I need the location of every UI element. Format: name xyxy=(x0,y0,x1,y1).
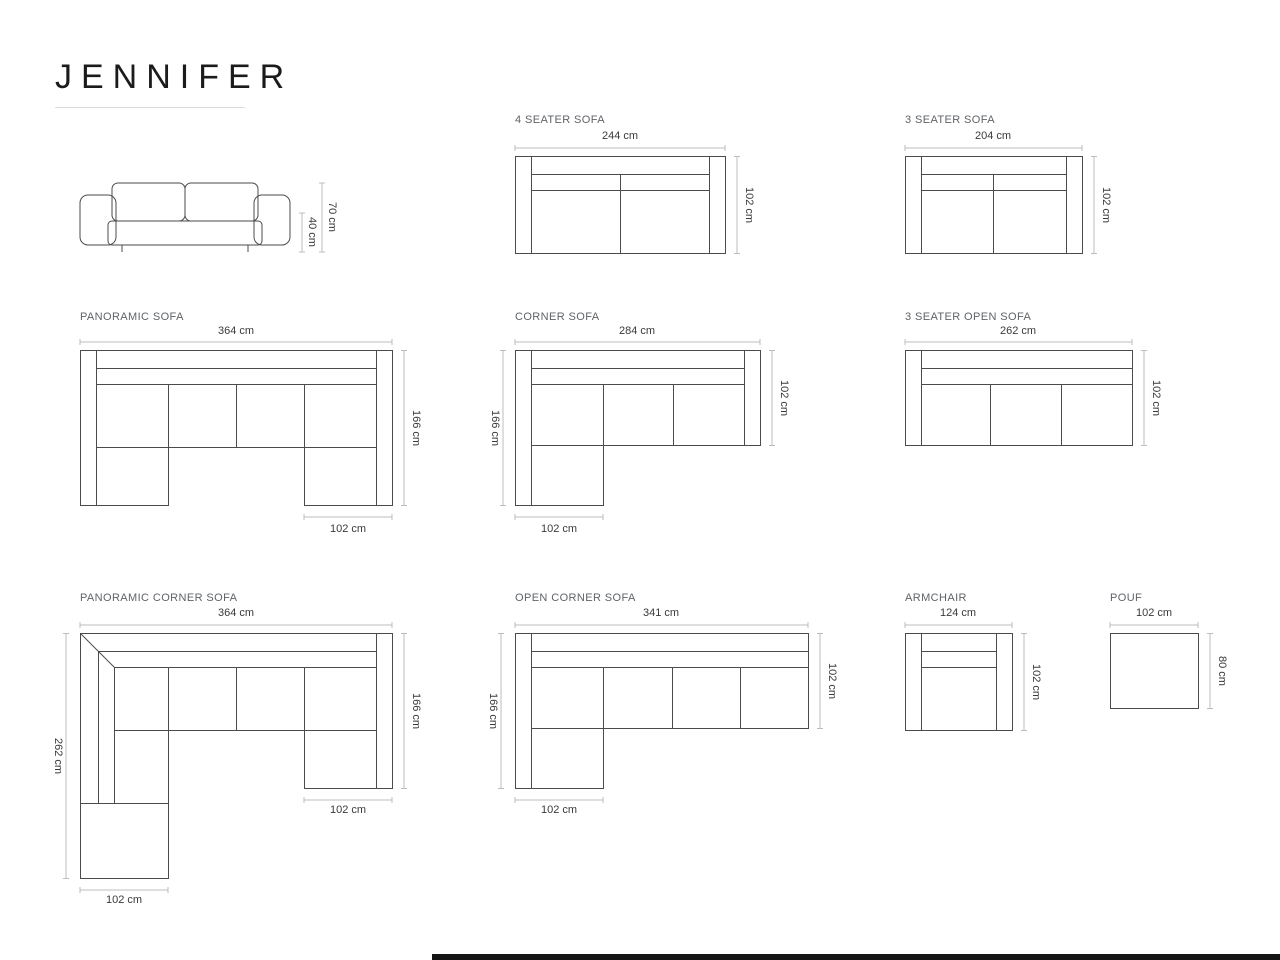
dimension-lines xyxy=(498,622,823,803)
figure-3-seater-open-sofa: 3 SEATER OPEN SOFA 262 cm 102 cm xyxy=(904,304,1175,484)
dim-depth: 166 cm xyxy=(410,409,422,447)
dim-total-height: 70 cm xyxy=(326,202,338,232)
dim-width: 364 cm xyxy=(217,607,255,619)
dim-depth: 102 cm xyxy=(1030,663,1042,701)
dim-width: 364 cm xyxy=(217,325,255,337)
sofa-top-view xyxy=(515,350,761,506)
dim-chaise-width: 102 cm xyxy=(329,523,367,535)
dim-right-depth: 166 cm xyxy=(410,692,422,730)
dim-width: 124 cm xyxy=(939,607,977,619)
dimension-lines xyxy=(500,339,775,520)
figure-title: OPEN CORNER SOFA xyxy=(515,592,636,604)
sofa-top-view xyxy=(80,633,393,879)
figure-4-seater-sofa: 4 SEATER SOFA 244 cm 102 cm xyxy=(514,108,775,278)
3-seater-open-sofa-drawing xyxy=(904,339,1147,446)
3-seater-sofa-drawing xyxy=(904,145,1097,254)
dim-width: 262 cm xyxy=(999,325,1037,337)
dimension-lines xyxy=(63,622,407,893)
dim-chaise-width: 102 cm xyxy=(329,804,367,816)
armchair-drawing xyxy=(904,622,1027,731)
dim-width: 341 cm xyxy=(642,607,680,619)
dim-depth: 102 cm xyxy=(743,186,755,224)
dim-width: 102 cm xyxy=(1135,607,1173,619)
figure-panoramic-corner-sofa: PANORAMIC CORNER SOFA 364 cm xyxy=(52,585,454,915)
sofa-front-elevation xyxy=(79,182,291,252)
sofa-front-view-drawing xyxy=(79,182,325,253)
dim-depth: 102 cm xyxy=(778,379,790,417)
sofa-top-view xyxy=(80,350,393,506)
figure-title: 3 SEATER SOFA xyxy=(905,114,995,126)
figure-title: PANORAMIC SOFA xyxy=(80,311,184,323)
sofa-top-view xyxy=(905,350,1133,446)
brand-underline xyxy=(55,107,245,108)
figure-panoramic-sofa: PANORAMIC SOFA 364 cm 166 cm 102 xyxy=(79,304,440,544)
figure-title: ARMCHAIR xyxy=(905,592,967,604)
armchair-top-view xyxy=(905,633,1013,731)
dim-right-depth: 102 cm xyxy=(826,662,838,700)
dimension-lines xyxy=(79,339,407,520)
dimension-lines xyxy=(299,182,325,253)
figure-pouf: POUF 102 cm 80 cm xyxy=(1109,585,1250,735)
dim-left-height: 166 cm xyxy=(487,692,499,730)
figure-title: CORNER SOFA xyxy=(515,311,600,323)
panoramic-corner-sofa-drawing xyxy=(63,622,407,893)
dim-depth: 102 cm xyxy=(1150,379,1162,417)
dim-left-width: 102 cm xyxy=(105,894,143,906)
dimension-lines xyxy=(904,339,1147,446)
open-corner-sofa-drawing xyxy=(498,622,823,803)
dim-depth: 80 cm xyxy=(1216,656,1228,686)
figure-title: PANORAMIC CORNER SOFA xyxy=(80,592,238,604)
dim-left-height: 262 cm xyxy=(52,737,64,775)
dim-chaise-width: 102 cm xyxy=(540,523,578,535)
dim-width: 244 cm xyxy=(601,130,639,142)
sofa-top-view xyxy=(515,156,726,254)
figure-corner-sofa: CORNER SOFA 284 cm 166 cm 102 cm 102 c xyxy=(489,304,811,544)
sofa-top-view xyxy=(905,156,1083,254)
dimension-lines xyxy=(1109,622,1213,709)
dim-height: 166 cm xyxy=(489,409,501,447)
figure-armchair: ARMCHAIR 124 cm 102 cm xyxy=(904,585,1065,755)
dimension-lines xyxy=(904,145,1097,254)
figure-title: POUF xyxy=(1110,592,1143,604)
dimension-lines xyxy=(514,145,740,254)
pouf-drawing xyxy=(1109,622,1213,709)
panoramic-sofa-drawing xyxy=(79,339,407,520)
corner-sofa-drawing xyxy=(500,339,775,520)
dim-chaise-width: 102 cm xyxy=(540,804,578,816)
figure-open-corner-sofa: OPEN CORNER SOFA 341 cm 166 cm 102 cm xyxy=(487,585,859,835)
dim-width: 284 cm xyxy=(618,325,656,337)
dim-width: 204 cm xyxy=(974,130,1012,142)
pouf-top-view xyxy=(1110,633,1199,709)
sofa-top-view xyxy=(515,633,809,789)
figure-title: 4 SEATER SOFA xyxy=(515,114,605,126)
dim-seat-height: 40 cm xyxy=(306,217,318,247)
figure-3-seater-sofa: 3 SEATER SOFA 204 cm 102 cm xyxy=(904,108,1135,278)
4-seater-sofa-drawing xyxy=(514,145,740,254)
figure-title: 3 SEATER OPEN SOFA xyxy=(905,311,1032,323)
figure-front-view: 40 cm 70 cm xyxy=(78,175,348,265)
bottom-edge-bar xyxy=(432,954,1280,960)
dimension-lines xyxy=(904,622,1027,731)
brand-title: JENNIFER xyxy=(55,58,294,96)
dim-depth: 102 cm xyxy=(1100,186,1112,224)
